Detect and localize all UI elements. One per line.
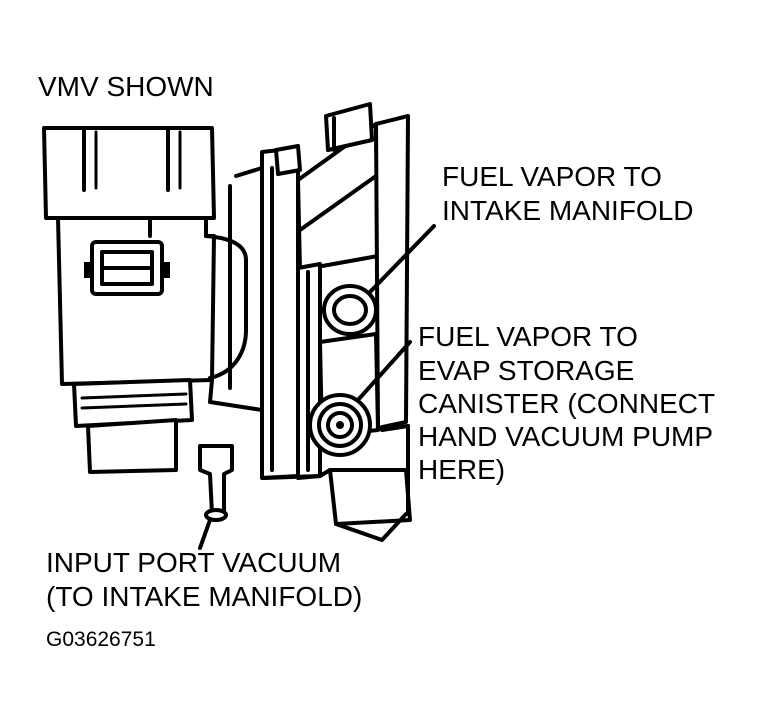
label-intake-line2: INTAKE MANIFOLD [442,195,694,226]
label-input-line1: INPUT PORT VACUUM [46,547,341,578]
label-input-line2: (TO INTAKE MANIFOLD) [46,581,362,612]
label-canister-line2: EVAP STORAGE [418,355,634,386]
label-canister-line5: HERE) [418,454,505,485]
leader-line-input [198,518,212,550]
label-intake-line1: FUEL VAPOR TO [442,161,662,192]
input-port-nozzle [198,444,234,522]
solenoid-body [42,126,248,474]
electrical-connector [84,240,170,296]
figure-id: G03626751 [46,628,156,651]
leader-line-canister [356,340,412,402]
valve-column [260,102,412,542]
diagram-title: VMV SHOWN [38,71,214,102]
mounting-bracket [208,166,264,466]
label-canister-line3: CANISTER (CONNECT [418,388,715,419]
evap-canister-port [308,393,372,457]
leader-line-intake [368,224,436,294]
label-canister-line4: HAND VACUUM PUMP [418,421,713,452]
intake-manifold-port [322,284,378,336]
label-canister-line1: FUEL VAPOR TO [418,321,638,352]
